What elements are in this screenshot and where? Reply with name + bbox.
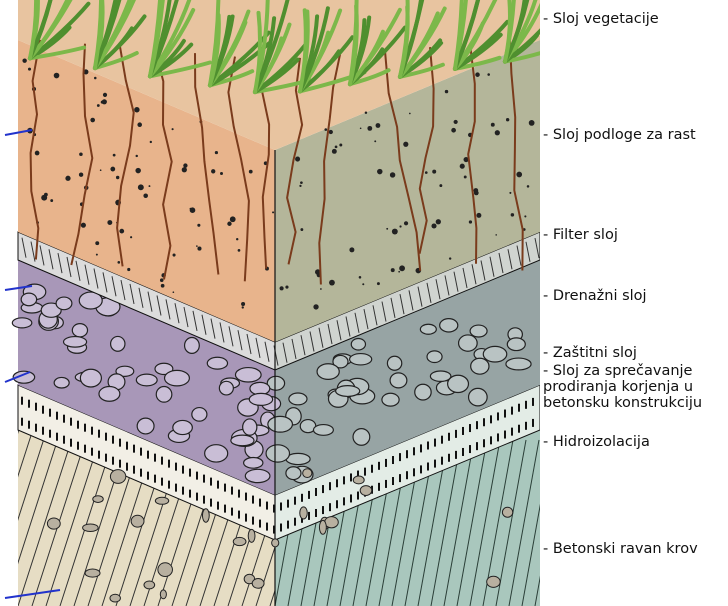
label-waterproofing: - Hidroizolacija [543,434,650,451]
label-growing-substrate: - Sloj podloge za rast [543,127,696,144]
label-root-barrier: - Sloj za sprečavanje prodiranja korjenj… [543,363,702,411]
label-drainage-layer: - Drenažni sloj [543,288,647,305]
label-filter-layer: - Filter sloj [543,227,618,244]
label-root-barrier-line-1: - Sloj za sprečavanje [543,363,702,379]
label-root-barrier-line-2: prodiranja korjenja u [543,379,702,395]
label-vegetation-layer: - Sloj vegetacije [543,11,659,28]
label-concrete-roof: - Betonski ravan krov [543,541,698,558]
label-root-barrier-line-3: betonsku konstrukciju [543,395,702,411]
label-protection-layer: - Zaštitni sloj [543,345,637,362]
